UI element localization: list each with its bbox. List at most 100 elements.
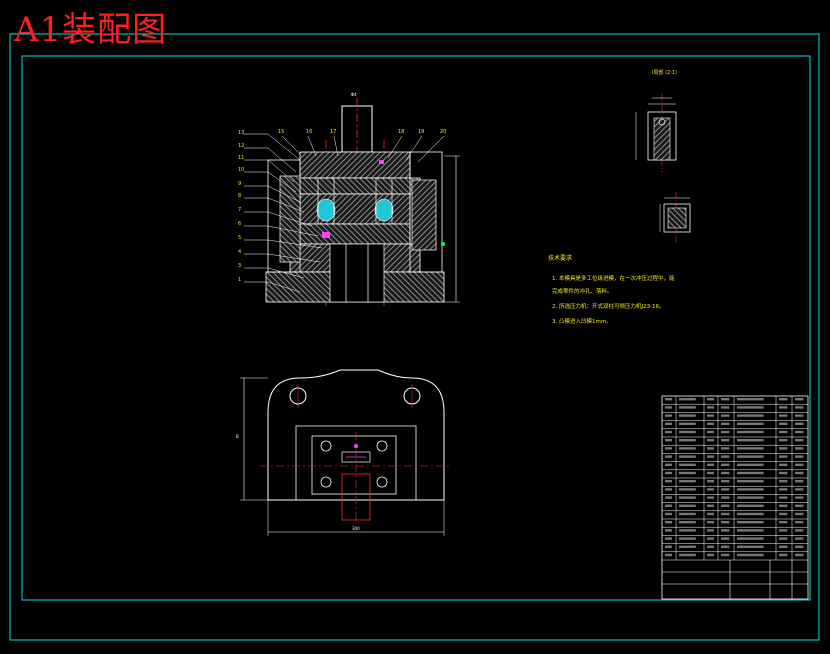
- table-cell-glyphs: [737, 414, 764, 417]
- table-cell-glyphs: [679, 447, 696, 450]
- table-cell-glyphs: [779, 553, 788, 557]
- table-cell-glyphs: [737, 463, 764, 466]
- left-dim-label: B: [236, 434, 239, 439]
- table-cell-glyphs: [795, 529, 804, 532]
- table-cell-glyphs: [679, 521, 696, 524]
- svg-text:4: 4: [238, 249, 241, 255]
- table-cell-glyphs: [779, 512, 788, 516]
- table-cell-glyphs: [737, 545, 764, 548]
- table-cell-glyphs: [779, 537, 788, 540]
- svg-text:15: 15: [278, 129, 284, 135]
- svg-text:8: 8: [238, 193, 241, 199]
- table-cell-glyphs: [707, 471, 714, 475]
- drawing-title: A1装配图: [14, 10, 168, 50]
- table-cell-glyphs: [795, 463, 804, 466]
- table-cell-glyphs: [721, 480, 730, 483]
- table-cell-glyphs: [679, 537, 696, 540]
- table-cell-glyphs: [779, 471, 788, 475]
- table-cell-glyphs: [795, 471, 804, 475]
- table-cell-glyphs: [721, 455, 730, 458]
- table-cell-glyphs: [665, 521, 672, 524]
- table-cell-glyphs: [721, 414, 730, 417]
- table-cell-glyphs: [721, 521, 730, 524]
- table-cell-glyphs: [665, 512, 672, 516]
- table-cell-glyphs: [679, 504, 696, 507]
- table-cell-glyphs: [779, 414, 788, 417]
- table-cell-glyphs: [679, 430, 696, 434]
- table-cell-glyphs: [707, 512, 714, 516]
- table-cell-glyphs: [707, 529, 714, 532]
- table-cell-glyphs: [737, 471, 764, 475]
- table-cell-glyphs: [721, 537, 730, 540]
- table-cell-glyphs: [721, 529, 730, 532]
- table-cell-glyphs: [721, 430, 730, 434]
- table-cell-glyphs: [737, 422, 764, 425]
- svg-text:19: 19: [418, 129, 424, 135]
- table-cell-glyphs: [737, 447, 764, 450]
- tech-req-line: 1. 本模具是多工位级进模，在一次冲压过程中，能: [552, 274, 675, 282]
- table-cell-glyphs: [737, 504, 764, 507]
- table-cell-glyphs: [779, 430, 788, 434]
- svg-text:5: 5: [238, 235, 241, 241]
- table-cell-glyphs: [707, 455, 714, 458]
- table-cell-glyphs: [665, 439, 672, 442]
- table-cell-glyphs: [665, 529, 672, 532]
- table-cell-glyphs: [707, 496, 714, 499]
- table-cell-glyphs: [795, 406, 804, 409]
- table-cell-glyphs: [779, 545, 788, 548]
- table-cell-glyphs: [779, 406, 788, 409]
- table-cell-glyphs: [721, 471, 730, 475]
- table-cell-glyphs: [779, 455, 788, 458]
- svg-text:20: 20: [440, 129, 446, 135]
- tech-req-heading: 技术要求: [548, 254, 572, 262]
- table-cell-glyphs: [737, 488, 764, 491]
- table-cell-glyphs: [679, 512, 696, 516]
- table-cell-glyphs: [795, 398, 804, 401]
- table-cell-glyphs: [795, 521, 804, 524]
- table-cell-glyphs: [665, 447, 672, 450]
- outer-border: [9, 33, 820, 641]
- table-cell-glyphs: [679, 529, 696, 532]
- table-cell-glyphs: [779, 398, 788, 401]
- table-cell-glyphs: [737, 406, 764, 409]
- table-cell-glyphs: [679, 439, 696, 442]
- table-cell-glyphs: [707, 545, 714, 548]
- table-cell-glyphs: [679, 496, 696, 499]
- table-cell-glyphs: [795, 480, 804, 483]
- table-cell-glyphs: [779, 496, 788, 499]
- table-cell-glyphs: [707, 480, 714, 483]
- table-cell-glyphs: [779, 521, 788, 524]
- table-cell-glyphs: [737, 529, 764, 532]
- table-cell-glyphs: [721, 504, 730, 507]
- table-cell-glyphs: [665, 430, 672, 434]
- table-cell-glyphs: [679, 422, 696, 425]
- svg-text:1: 1: [238, 277, 241, 283]
- table-cell-glyphs: [795, 430, 804, 434]
- table-cell-glyphs: [779, 447, 788, 450]
- table-cell-glyphs: [665, 504, 672, 507]
- tech-req-line: 3. 凸模进入凹模1mm。: [552, 317, 612, 325]
- table-cell-glyphs: [707, 414, 714, 417]
- table-cell-glyphs: [679, 463, 696, 466]
- svg-text:6: 6: [238, 221, 241, 227]
- svg-text:10: 10: [238, 167, 244, 173]
- table-cell-glyphs: [721, 553, 730, 557]
- svg-text:12: 12: [238, 143, 244, 149]
- table-cell-glyphs: [737, 398, 764, 401]
- table-cell-glyphs: [795, 414, 804, 417]
- table-cell-glyphs: [795, 537, 804, 540]
- table-cell-glyphs: [737, 521, 764, 524]
- table-cell-glyphs: [737, 512, 764, 516]
- table-cell-glyphs: [707, 406, 714, 409]
- table-cell-glyphs: [707, 447, 714, 450]
- table-cell-glyphs: [721, 463, 730, 466]
- table-cell-glyphs: [679, 398, 696, 401]
- svg-text:18: 18: [398, 129, 404, 135]
- table-cell-glyphs: [665, 463, 672, 466]
- table-cell-glyphs: [665, 422, 672, 425]
- table-cell-glyphs: [721, 439, 730, 442]
- table-cell-glyphs: [665, 545, 672, 548]
- table-cell-glyphs: [679, 414, 696, 417]
- table-cell-glyphs: [707, 398, 714, 401]
